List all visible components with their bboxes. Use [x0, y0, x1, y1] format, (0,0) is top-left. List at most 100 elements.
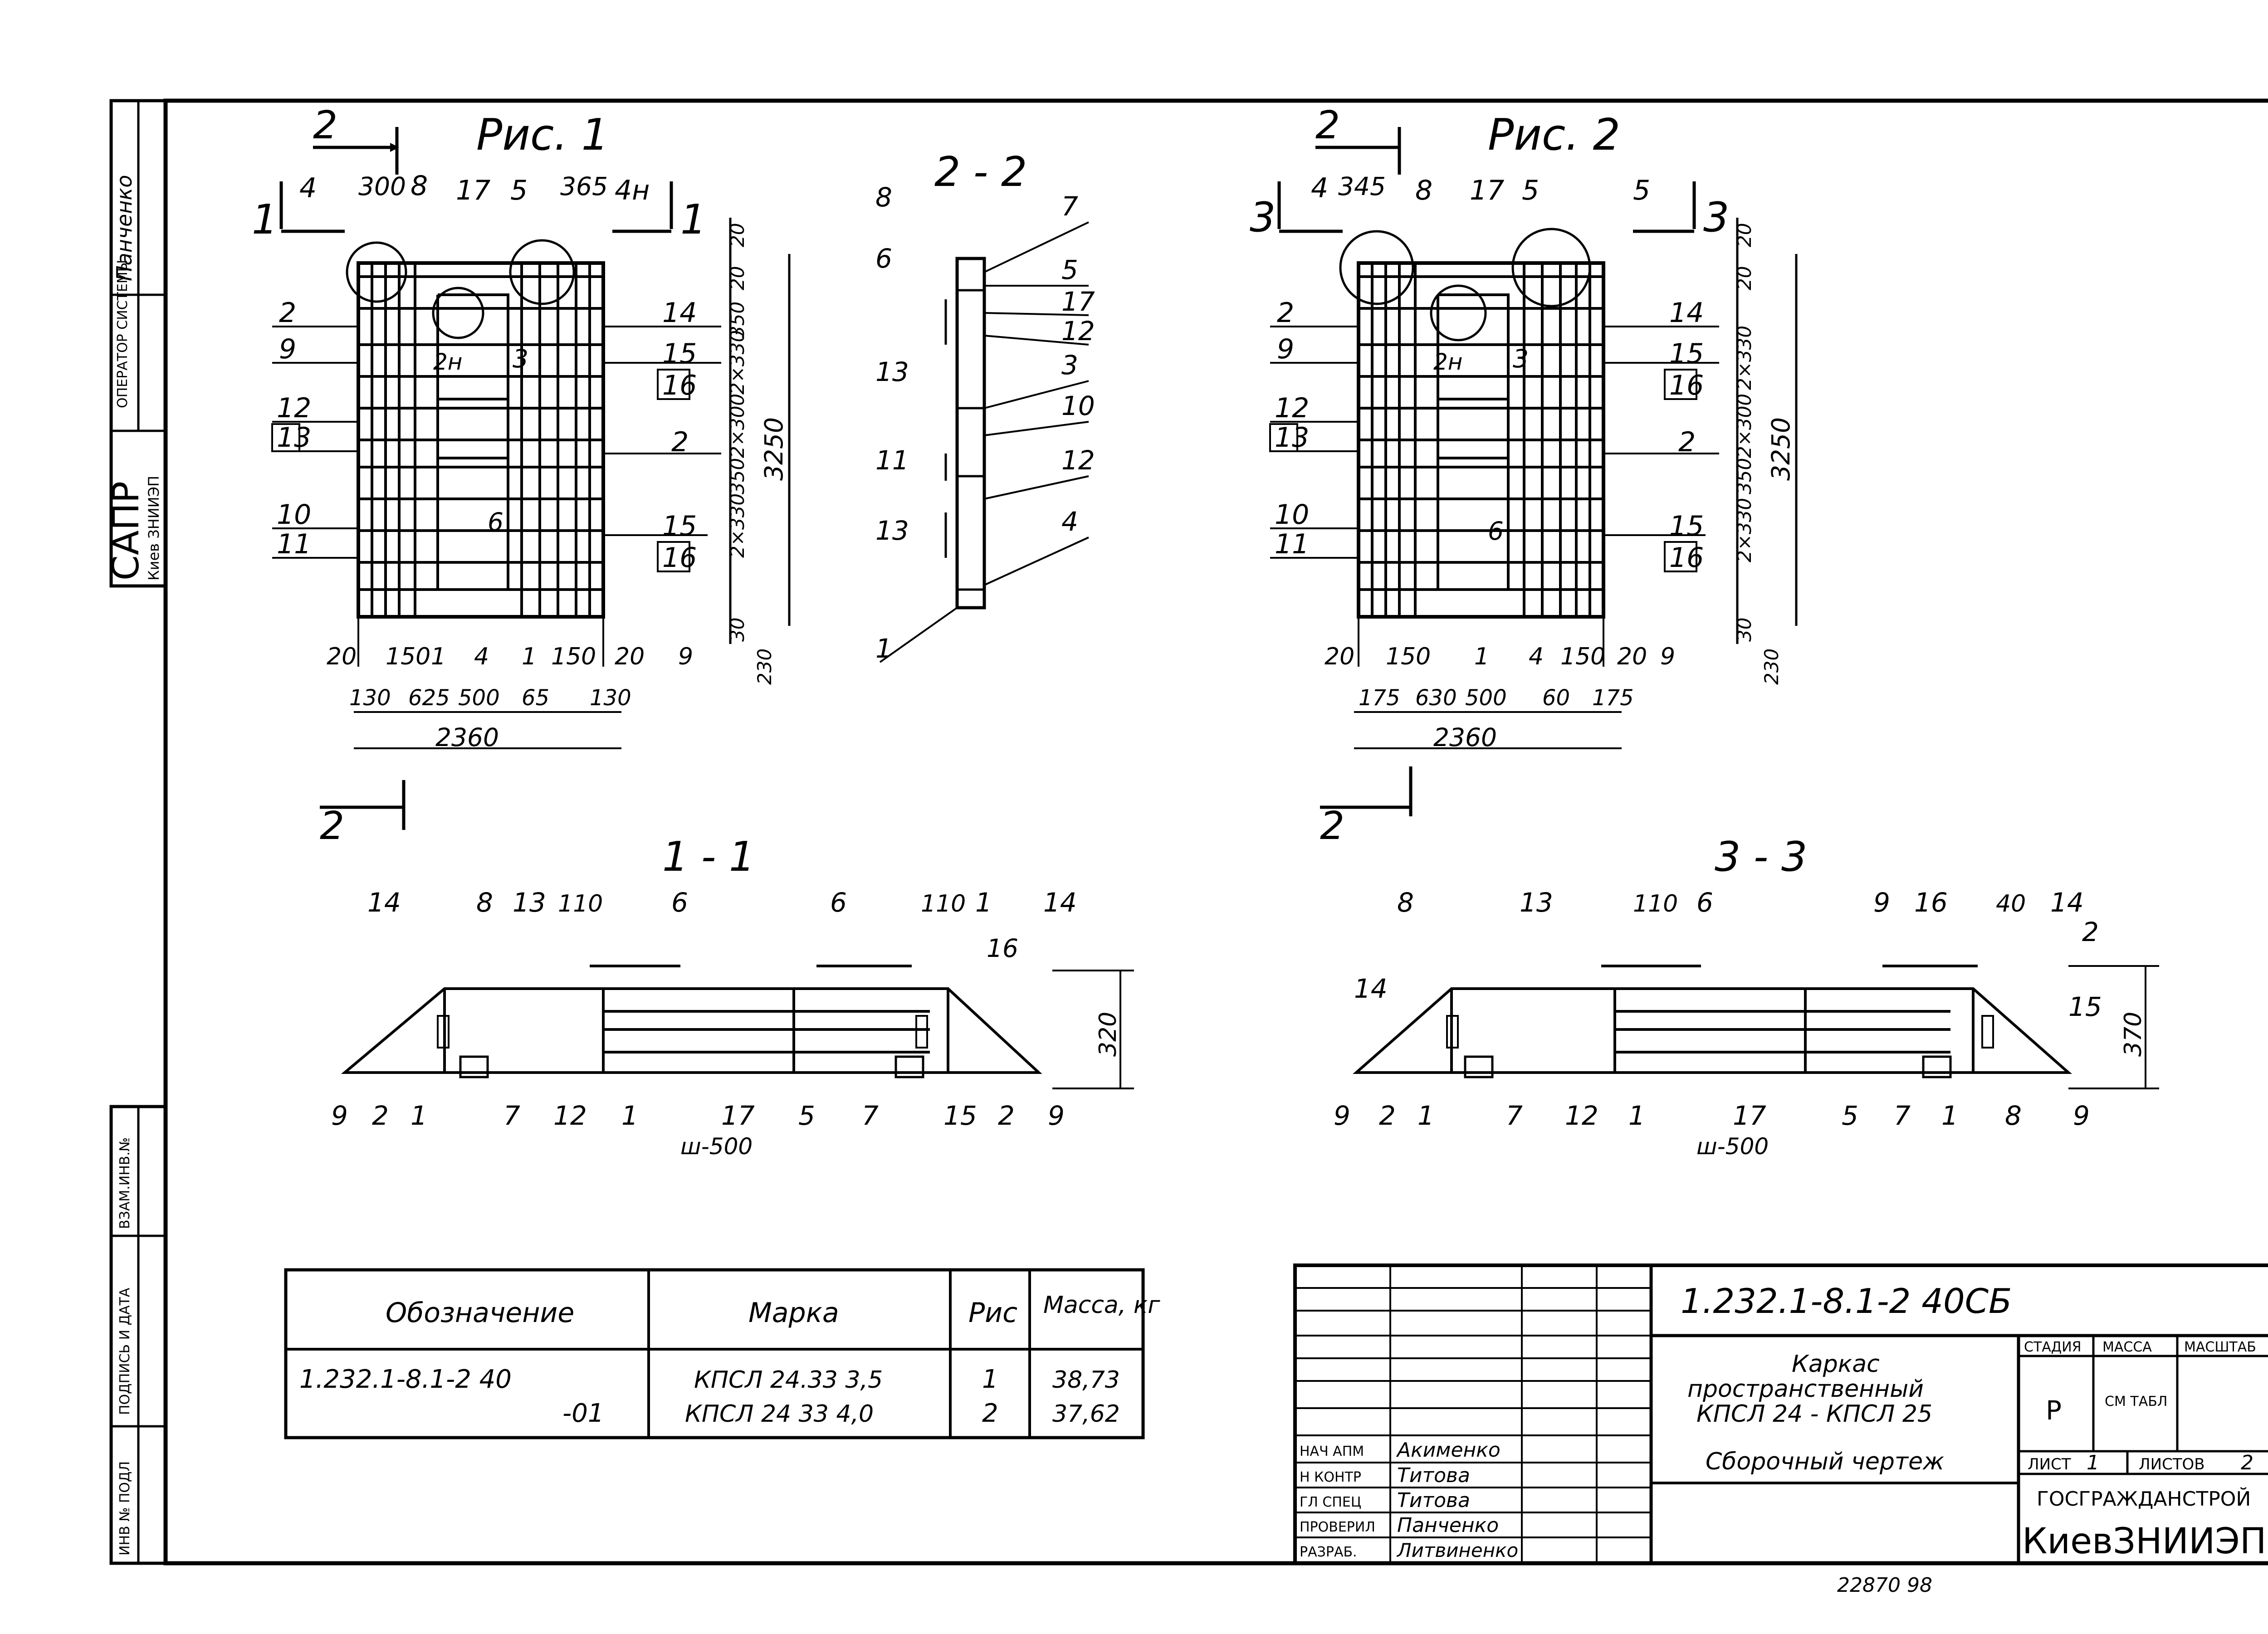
fig1-right-dim: 2×330 — [726, 330, 748, 395]
spec-fig: 1 — [982, 1365, 998, 1394]
section33-bottom-mark: 12 — [1565, 1100, 1598, 1131]
section11-top-mark: 1 — [975, 887, 992, 918]
fig2-bottom-mark: 20 — [1617, 643, 1647, 670]
fig2-left-mark: 11 — [1275, 528, 1309, 560]
side-field-inv: ИНВ № ПОДЛ — [117, 1461, 133, 1556]
title-name-line: пространственный — [1687, 1375, 1924, 1403]
section22-right-mark: 5 — [1061, 254, 1078, 285]
fig2-total-width: 2360 — [1433, 723, 1497, 752]
section22-left-mark: 8 — [875, 182, 892, 213]
side-org-big: САПР — [105, 481, 147, 580]
section11-bottom-mark: 9 — [1048, 1100, 1065, 1131]
sheets-label: ЛИСТОВ — [2139, 1455, 2205, 1473]
fig1-total-height: 3250 — [759, 417, 788, 481]
fig2-total-height: 3250 — [1766, 417, 1795, 481]
fig1-cage-rebars — [358, 263, 603, 617]
fig2-right-dim: 2×330 — [1733, 326, 1755, 390]
section11-top-mark: 14 — [1043, 887, 1077, 918]
spec-row: 1.232.1-8.1-2 40 КПСЛ 24.33 3,5 1 38,73 — [299, 1365, 1120, 1394]
section-1-1: 1 - 1 14 8 13 110 6 6 110 1 14 16 320 — [331, 833, 1134, 1160]
fig1-cut-left: 1 — [252, 196, 278, 244]
fig2-right-mark: 16 — [1669, 542, 1704, 574]
role-name: Панченко — [1397, 1514, 1499, 1537]
spec-header: Рис — [968, 1297, 1017, 1329]
spec-header: Масса, кг — [1043, 1292, 1160, 1319]
fig1-right-mark: 16 — [662, 542, 697, 574]
drawing-type: Сборочный чертеж — [1706, 1448, 1944, 1475]
fig1-bottom-dim: 65 — [522, 685, 549, 711]
fig2-top-mark: 5 — [1522, 175, 1539, 206]
section33-top-mark: 8 — [1397, 887, 1414, 918]
fig1-inner-mark: 6 — [488, 507, 503, 537]
figure-1: Рис. 1 2 1 1 — [252, 103, 791, 849]
fig2-left-mark: 13 — [1275, 422, 1309, 454]
section33-top-mark: 110 — [1633, 890, 1678, 917]
role-name: Титова — [1397, 1489, 1470, 1512]
fig1-bottom-mark: 9 — [678, 643, 693, 670]
section33-top-mark: 14 — [2050, 887, 2084, 918]
org-bottom: КиевЗНИИЭП — [2022, 1521, 2267, 1562]
fig2-inner-mark: 6 — [1488, 517, 1504, 546]
fig2-left-mark: 10 — [1275, 499, 1309, 531]
section33-top-mark: 16 — [1914, 887, 1948, 918]
section11-height-dim: 320 — [1095, 1012, 1122, 1057]
section11-bottom-mark: 1 — [411, 1100, 427, 1131]
fig2-right-mark: 15 — [1669, 510, 1704, 542]
fig2-right-dim: 230 — [1760, 649, 1783, 685]
fig2-left-mark: 9 — [1277, 333, 1294, 365]
role-label: Н КОНТР — [1300, 1469, 1361, 1485]
spec-designation: -01 — [562, 1399, 604, 1428]
fig1-inner-mark: 2н — [433, 349, 463, 375]
section22-left-mark: 6 — [875, 243, 892, 274]
section33-bottom-mark: 5 — [1842, 1100, 1858, 1131]
fig1-bottom-dim: 130 — [349, 685, 391, 711]
fig1-top-dim: 300 — [358, 172, 406, 201]
fig2-right-mark: 15 — [1669, 338, 1704, 370]
fig1-bottom-mark: 150 — [386, 643, 430, 670]
section11-top-mark: 6 — [671, 887, 688, 918]
sheet-label: ЛИСТ — [2028, 1455, 2071, 1473]
role-name: Акименко — [1396, 1439, 1501, 1462]
fig2-top-mark: 17 — [1470, 175, 1504, 206]
side-field-sign: ПОДПИСЬ И ДАТА — [117, 1288, 133, 1415]
section33-height-dim: 370 — [2120, 1012, 2147, 1057]
fig2-top-mark: 4 — [1311, 172, 1328, 204]
section11-top-mark: 8 — [476, 887, 493, 918]
spec-designation: 1.232.1-8.1-2 40 — [299, 1365, 512, 1394]
fig1-top-mark: 8 — [411, 170, 428, 202]
fig2-bottom-dim: 175 — [1359, 685, 1400, 711]
fig2-top-mark: 8 — [1415, 175, 1432, 206]
fig1-left-mark: 9 — [279, 333, 296, 365]
fig1-cut-section-bottom: 2 — [320, 804, 344, 849]
fig2-top-mark: 5 — [1633, 175, 1650, 206]
section22-left-mark: 13 — [875, 515, 909, 546]
fig2-right-mark: 16 — [1669, 370, 1704, 401]
title-name-line: Каркас — [1792, 1351, 1880, 1378]
fig1-bottom-mark: 150 — [551, 643, 596, 670]
spec-row: -01 КПСЛ 24 33 4,0 2 37,62 — [562, 1399, 1120, 1428]
spec-mass: 38,73 — [1052, 1366, 1120, 1394]
fig1-top-mark: 5 — [510, 175, 528, 206]
fig1-title: Рис. 1 — [476, 110, 609, 160]
section22-right-mark: 12 — [1061, 445, 1095, 476]
side-stamp: Панченко ОПЕРАТОР СИСТЕМЫ САПР Киев ЗНИИ… — [105, 99, 167, 588]
fig1-top-mark: 4 — [299, 172, 317, 204]
section11-top-mark: 110 — [558, 890, 603, 917]
fig2-title: Рис. 2 — [1488, 110, 1620, 160]
role-label: ГЛ СПЕЦ — [1300, 1494, 1361, 1510]
fig1-right-dim: 2×300 — [726, 394, 748, 458]
section22-right-mark: 17 — [1061, 286, 1095, 317]
mass-label: МАССА — [2102, 1339, 2152, 1355]
fig2-right-dim: 2×330 — [1733, 498, 1755, 562]
section33-top-mark: 6 — [1696, 887, 1713, 918]
fig1-top-mark: 4н — [615, 175, 650, 206]
role-name: Литвиненко — [1396, 1539, 1518, 1561]
fig1-cut-section: 2 — [313, 103, 337, 148]
fig1-bottom-mark: 20 — [615, 643, 645, 670]
section22-right-mark: 3 — [1061, 350, 1078, 380]
title-block-roles: НАЧ АПМ Акименко Н КОНТР Титова ГЛ СПЕЦ … — [1300, 1439, 1518, 1561]
spec-table: Обозначение Марка Рис Масса, кг 1.232.1-… — [284, 1268, 1160, 1439]
section22-left-mark: 11 — [875, 445, 909, 476]
fig1-right-dim: 2×330 — [726, 493, 748, 558]
spec-header: Обозначение — [386, 1297, 574, 1329]
